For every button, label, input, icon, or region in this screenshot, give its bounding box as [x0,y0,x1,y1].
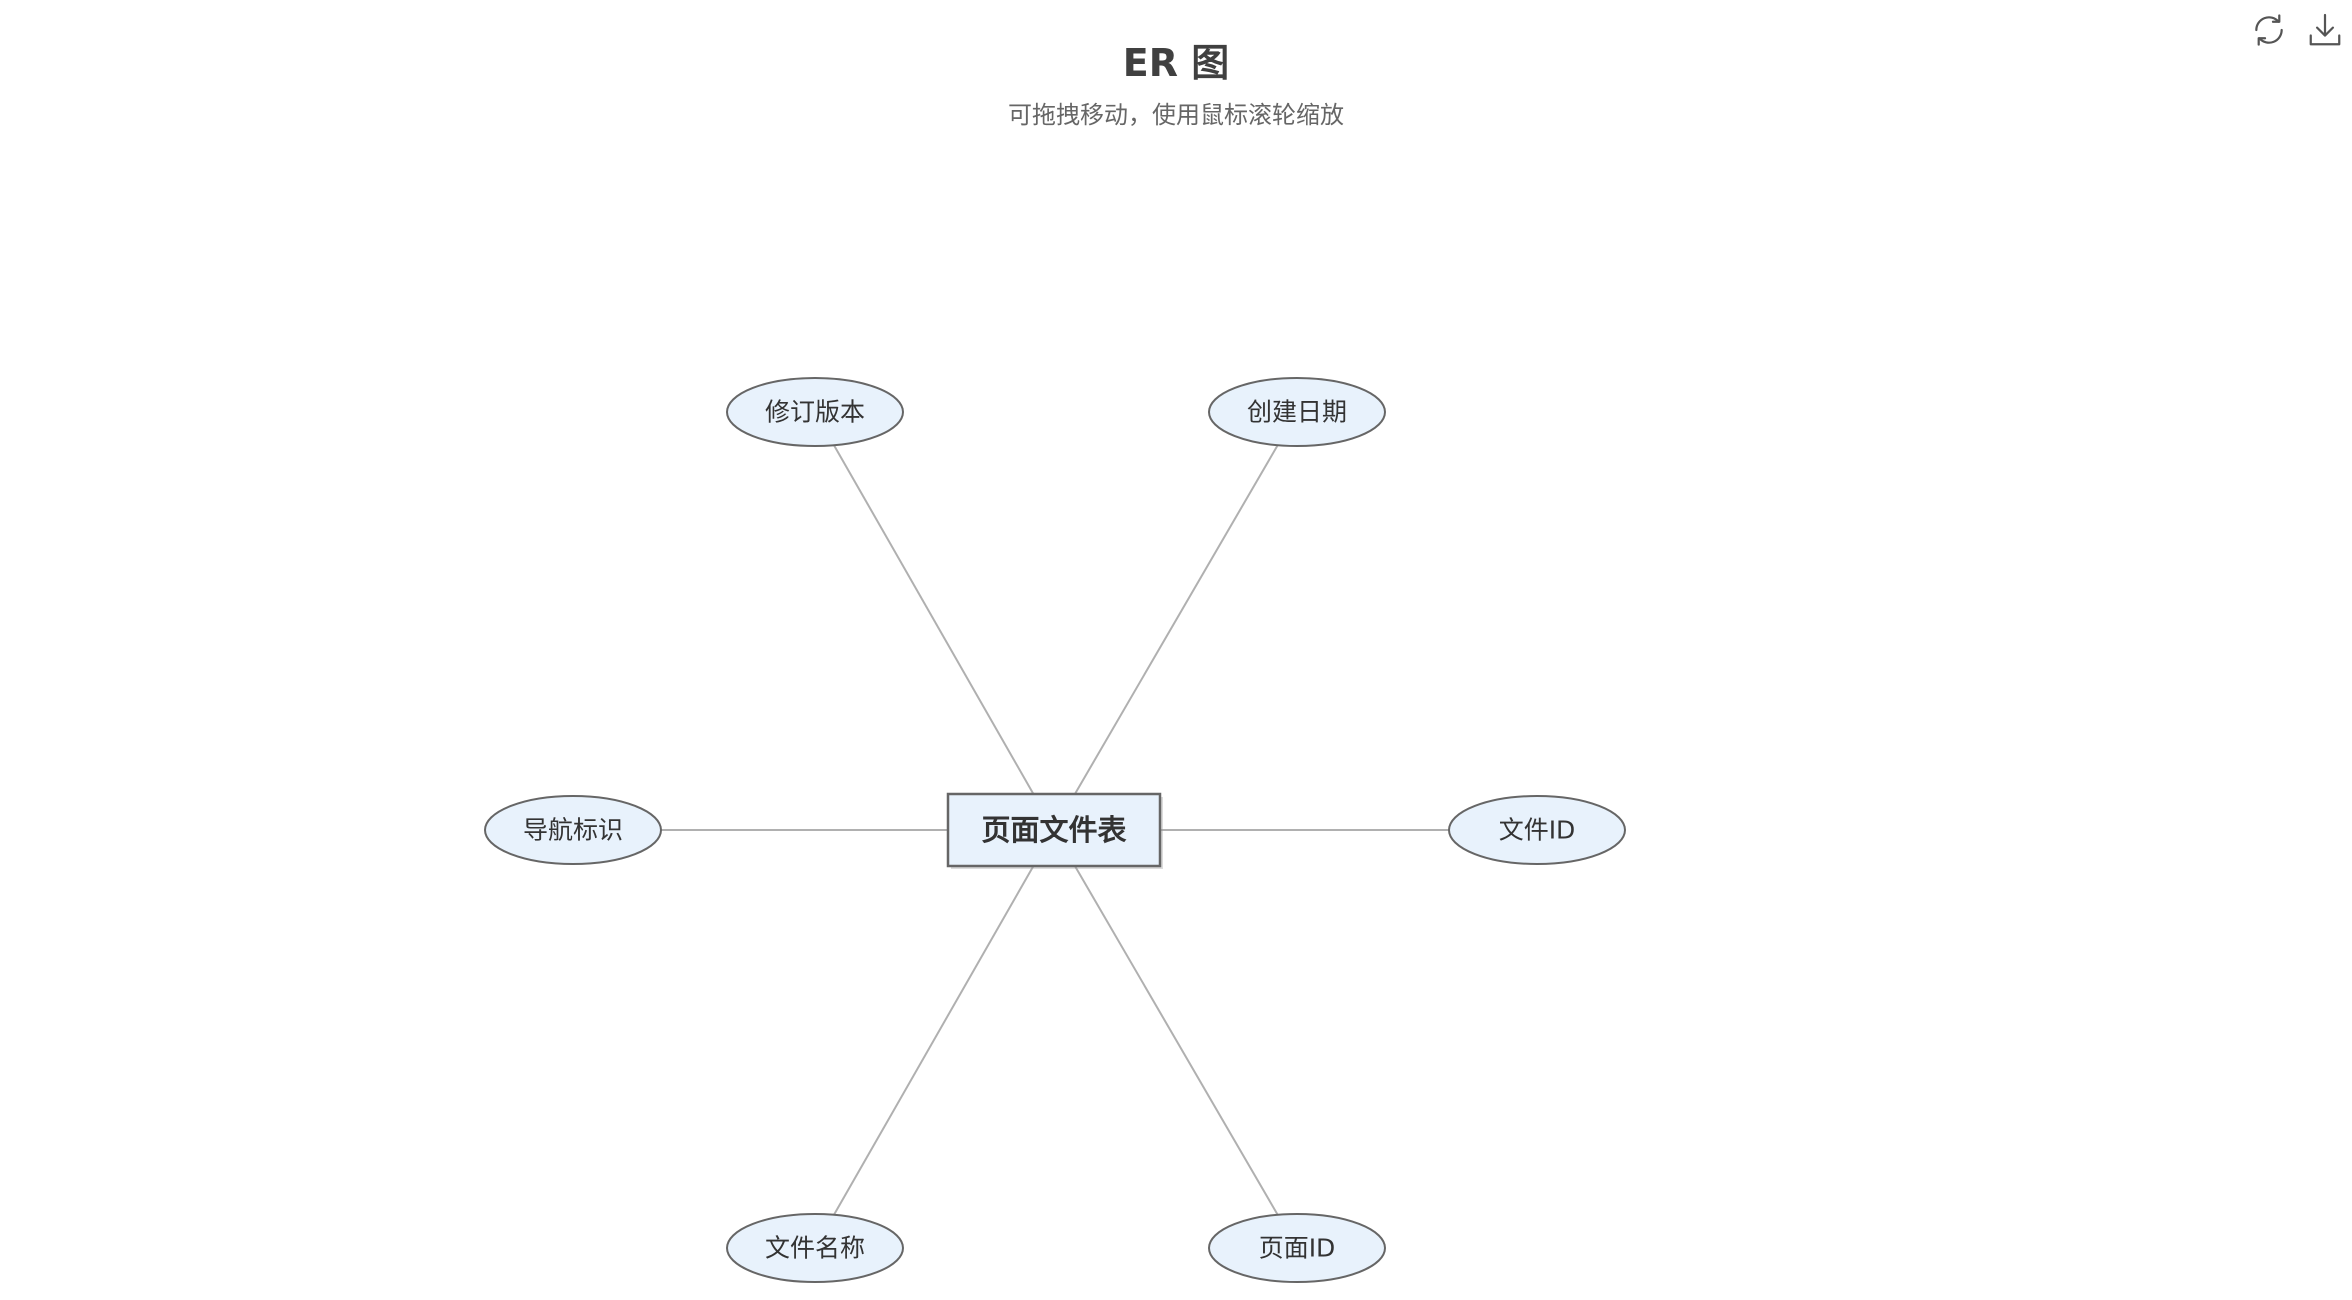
toolbar [2248,8,2352,52]
entity-label: 页面文件表 [981,813,1126,847]
attribute-node[interactable]: 文件ID [1448,795,1626,865]
relation-edge [833,865,1035,1216]
attribute-ellipse [726,377,904,447]
attribute-node[interactable]: 修订版本 [726,377,904,447]
attribute-node[interactable]: 页面ID [1208,1213,1386,1283]
attribute-ellipse [726,1213,904,1283]
attribute-label: 导航标识 [523,816,623,845]
attribute-label: 创建日期 [1247,398,1347,427]
download-button[interactable] [2304,8,2346,52]
attribute-label: 页面ID [1259,1234,1336,1263]
attribute-ellipse [1208,377,1386,447]
relation-edge [1074,444,1279,795]
attribute-label: 修订版本 [765,398,865,427]
attribute-label: 文件ID [1499,816,1576,845]
relation-edge [1074,865,1279,1216]
attribute-label: 文件名称 [765,1234,865,1263]
refresh-button[interactable] [2248,8,2290,52]
attribute-node[interactable]: 创建日期 [1208,377,1386,447]
relation-edge [833,444,1035,795]
diagram-edges [661,444,1449,1216]
page-subtitle: 可拖拽移动，使用鼠标滚轮缩放 [1008,101,1344,129]
page-title: ER 图 [1122,41,1230,85]
attribute-ellipse [1208,1213,1386,1283]
entity-rect [946,792,1162,868]
refresh-icon [2255,14,2283,46]
attribute-node[interactable]: 文件名称 [726,1213,904,1283]
entity-node[interactable]: 页面文件表 [946,792,1163,869]
attribute-ellipse [484,795,662,865]
download-icon [2309,13,2341,46]
attribute-node[interactable]: 导航标识 [484,795,662,865]
attribute-ellipse [1448,795,1626,865]
